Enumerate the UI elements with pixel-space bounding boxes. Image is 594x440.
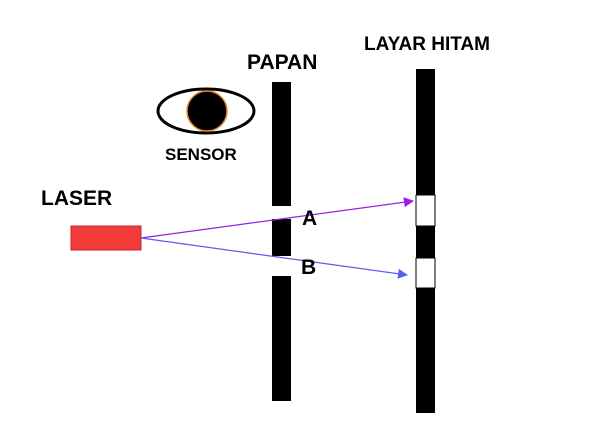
eye-pupil [186,90,228,132]
papan-segment-bottom [272,276,291,401]
beam-a-label: A [302,207,318,230]
layar-hitam-label: LAYAR HITAM [364,34,490,55]
laser-block [70,225,142,251]
beam-b-arrow [140,237,408,279]
layar-hitam-screen [415,69,436,413]
papan-segment-top [272,82,291,206]
sensor-label: SENSOR [165,145,237,164]
screen-bar [416,69,435,413]
papan-board [272,82,291,401]
laser-label: LASER [41,187,113,210]
beam-a-arrow [140,197,414,239]
eye-icon [156,87,256,135]
papan-segment-middle [272,219,291,256]
beam-b-label: B [301,256,317,279]
papan-label: PAPAN [247,51,318,74]
screen-spot-a [415,194,436,227]
screen-spot-b [415,257,436,289]
